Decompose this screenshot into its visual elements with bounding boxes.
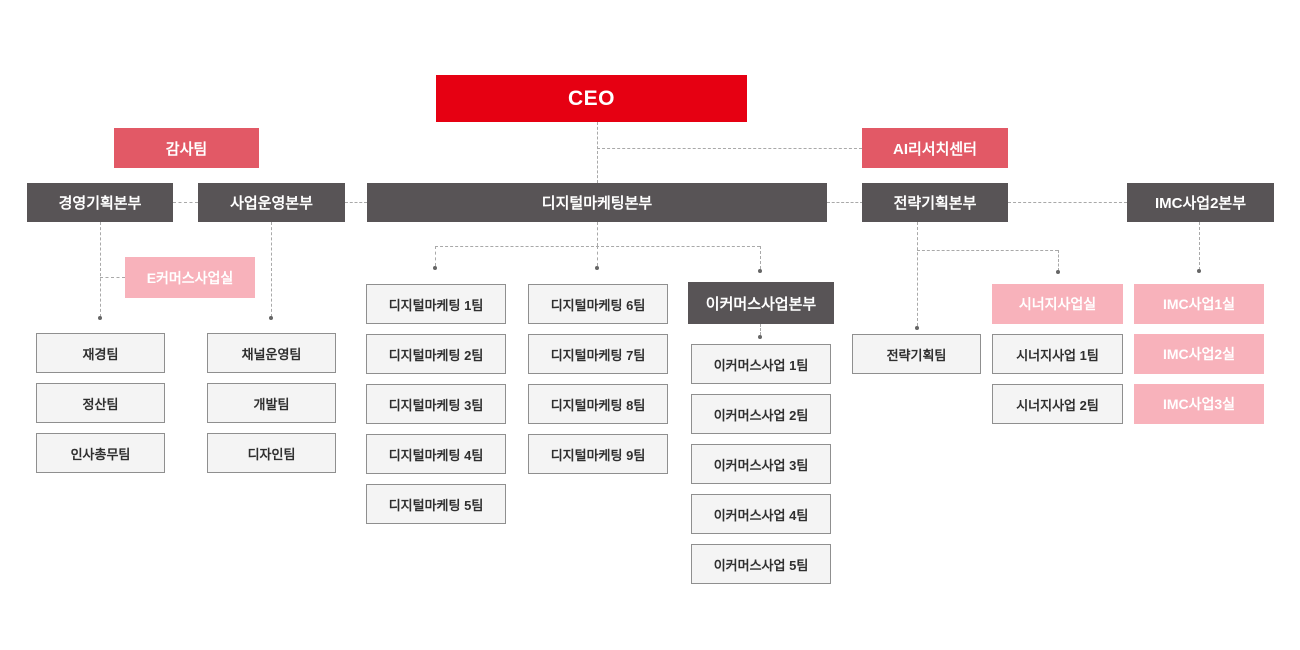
- imc-office-box: IMC사업3실: [1134, 384, 1264, 424]
- team-box: 디자인팀: [207, 433, 336, 473]
- connector-ecommerce-teams-drop: [760, 324, 761, 335]
- ecommerce-division-box: 이커머스사업본부: [688, 282, 834, 324]
- division-digital-marketing-box: 디지털마케팅본부: [367, 183, 827, 222]
- connector-divisions-1: [173, 202, 198, 203]
- connector-dot: [269, 316, 273, 320]
- connector-dm-col2-drop: [597, 246, 598, 266]
- team-box: 개발팀: [207, 383, 336, 423]
- team-box: 디지털마케팅 7팀: [528, 334, 668, 374]
- division-strategy-planning-box: 전략기획본부: [862, 183, 1008, 222]
- connector-divisions-4: [1008, 202, 1127, 203]
- team-box: 디지털마케팅 6팀: [528, 284, 668, 324]
- connector-dot: [758, 335, 762, 339]
- connector-mgmt-planning-down: [100, 222, 101, 317]
- connector-strategy-planning-down: [917, 222, 918, 326]
- connector-biz-operations-down: [271, 222, 272, 317]
- ai-research-center-box: AI리서치센터: [862, 128, 1008, 168]
- connector-dot: [1056, 270, 1060, 274]
- connector-divisions-3: [827, 202, 863, 203]
- division-imc-biz2-box: IMC사업2본부: [1127, 183, 1274, 222]
- ceo-box: CEO: [436, 75, 747, 122]
- division-biz-operations-box: 사업운영본부: [198, 183, 345, 222]
- connector-dot: [1197, 269, 1201, 273]
- ecommerce-office-box: E커머스사업실: [125, 257, 255, 298]
- team-box: 재경팀: [36, 333, 165, 373]
- imc-office-box: IMC사업2실: [1134, 334, 1264, 374]
- connector-ecommerce-division-drop: [760, 246, 761, 269]
- connector-digital-marketing-down: [597, 222, 598, 246]
- team-box: 이커머스사업 2팀: [691, 394, 831, 434]
- team-box: 디지털마케팅 9팀: [528, 434, 668, 474]
- connector-dot: [595, 266, 599, 270]
- connector-dot: [98, 316, 102, 320]
- team-box: 이커머스사업 1팀: [691, 344, 831, 384]
- team-box: 시너지사업 1팀: [992, 334, 1123, 374]
- connector-divisions-2: [345, 202, 367, 203]
- team-box: 디지털마케팅 2팀: [366, 334, 506, 374]
- team-box: 전략기획팀: [852, 334, 981, 374]
- connector-imc-drop: [1199, 222, 1200, 270]
- team-box: 디지털마케팅 4팀: [366, 434, 506, 474]
- team-box: 시너지사업 2팀: [992, 384, 1123, 424]
- synergy-office-box: 시너지사업실: [992, 284, 1123, 324]
- audit-team-box: 감사팀: [114, 128, 259, 168]
- team-box: 인사총무팀: [36, 433, 165, 473]
- team-box: 디지털마케팅 5팀: [366, 484, 506, 524]
- imc-office-box: IMC사업1실: [1134, 284, 1264, 324]
- team-box: 이커머스사업 4팀: [691, 494, 831, 534]
- connector-ceo-ai-research: [597, 148, 862, 149]
- team-box: 디지털마케팅 8팀: [528, 384, 668, 424]
- connector-ecommerce-office-branch: [100, 277, 125, 278]
- team-box: 디지털마케팅 1팀: [366, 284, 506, 324]
- connector-ceo-down: [597, 122, 598, 183]
- team-box: 이커머스사업 3팀: [691, 444, 831, 484]
- connector-synergy-drop: [1058, 250, 1059, 271]
- team-box: 디지털마케팅 3팀: [366, 384, 506, 424]
- team-box: 채널운영팀: [207, 333, 336, 373]
- connector-dot: [758, 269, 762, 273]
- connector-synergy-branch: [917, 250, 1058, 251]
- connector-dot: [915, 326, 919, 330]
- division-mgmt-planning-box: 경영기획본부: [27, 183, 173, 222]
- team-box: 이커머스사업 5팀: [691, 544, 831, 584]
- connector-dot: [433, 266, 437, 270]
- team-box: 정산팀: [36, 383, 165, 423]
- connector-dm-col1-drop: [435, 246, 436, 266]
